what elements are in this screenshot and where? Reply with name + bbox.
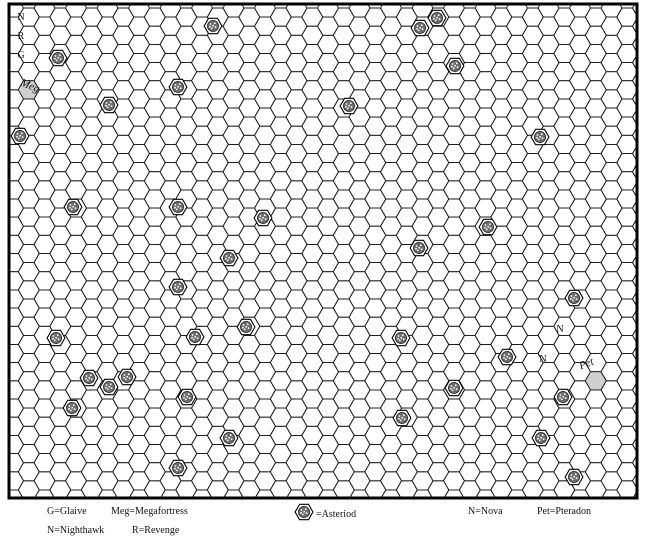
asteroid-icon (11, 128, 29, 143)
asteroid-icon (410, 240, 428, 255)
legend-asteroid-label: =Asteriod (316, 509, 356, 520)
asteroid-icon (254, 210, 272, 225)
asteroid-icon (479, 219, 497, 234)
asteroid-icon (169, 79, 187, 94)
asteroid-icon (118, 369, 136, 384)
legend-nighthawk: N=Nighthawk (47, 525, 104, 536)
unit-nova-right-upper[interactable]: N (556, 324, 563, 335)
asteroid-icon (220, 250, 238, 265)
asteroid-icon (532, 430, 550, 445)
legend-megafortress: Meg=Megafortress (111, 506, 188, 517)
asteroid-icon (295, 504, 313, 519)
unit-glaive[interactable]: G (17, 50, 24, 61)
legend-pteradon: Pet=Pteradon (537, 506, 591, 517)
legend-nova: N=Nova (468, 506, 503, 517)
asteroid-icon (340, 98, 358, 113)
asteroid-icon (169, 199, 187, 214)
unit-revenge[interactable]: R (18, 31, 25, 42)
asteroid-icon (554, 389, 572, 404)
asteroid-icon (237, 319, 255, 334)
asteroid-icon (392, 330, 410, 345)
legend-revenge: R=Revenge (132, 525, 180, 536)
asteroid-icon (100, 97, 118, 112)
legend-glaive: G=Glaive (47, 506, 87, 517)
asteroid-icon (178, 389, 196, 404)
asteroid-icon (186, 329, 204, 344)
asteroid-icon (428, 10, 446, 25)
unit-nova-top[interactable]: N (17, 12, 24, 23)
asteroid-icon (445, 380, 463, 395)
asteroid-icon (220, 430, 238, 445)
asteroid-icon (565, 290, 583, 305)
asteroid-icon (393, 410, 411, 425)
asteroid-icon (63, 400, 81, 415)
asteroid-icon (47, 330, 65, 345)
asteroid-icon (498, 349, 516, 364)
asteroid-icon (49, 50, 67, 65)
legend-asteroid-icon (295, 504, 313, 519)
asteroid-icon (204, 18, 222, 33)
asteroid-icon (64, 199, 82, 214)
asteroid-icon (100, 379, 118, 394)
asteroid-icon (80, 370, 98, 385)
unit-nova-right-lower[interactable]: N (539, 354, 546, 365)
asteroid-icon (565, 469, 583, 484)
asteroid-icon (169, 460, 187, 475)
asteroid-icon (411, 20, 429, 35)
asteroid-icon (446, 58, 464, 73)
asteroid-icon (169, 279, 187, 294)
asteroid-icon (531, 129, 549, 144)
